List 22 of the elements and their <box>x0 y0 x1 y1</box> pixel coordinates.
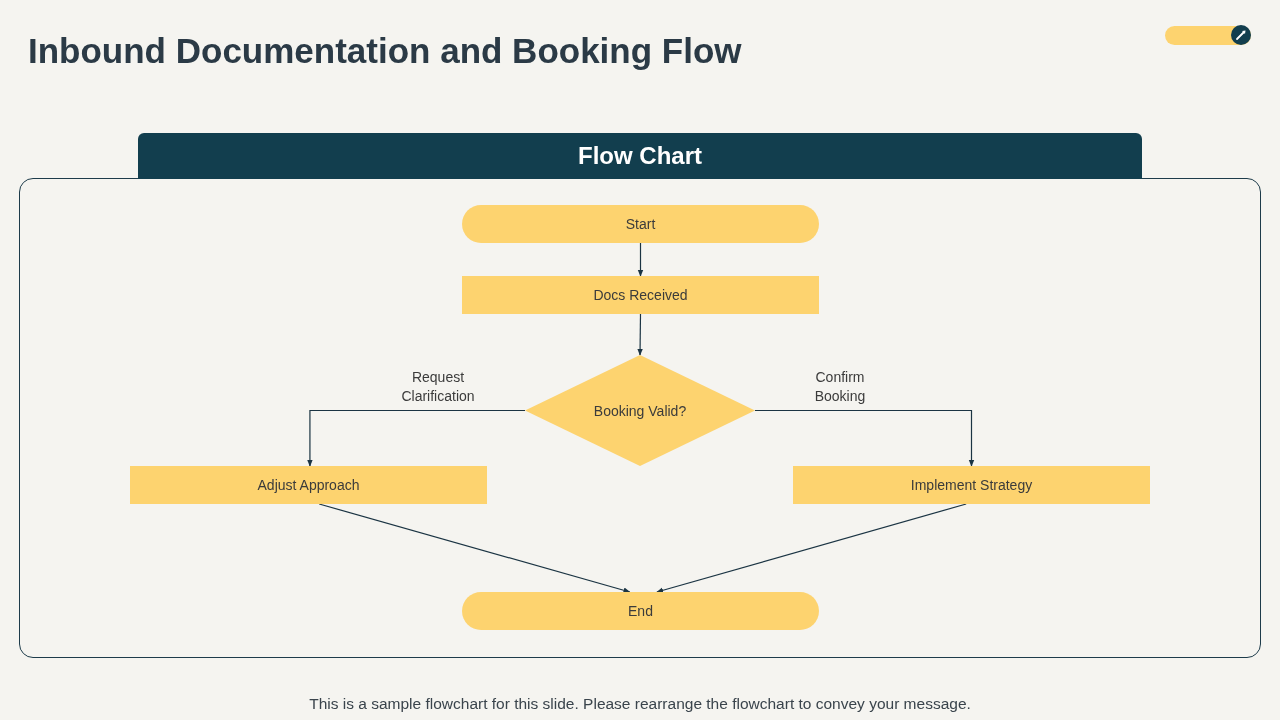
arrow <box>637 313 643 356</box>
node-label: Booking Valid? <box>593 401 687 420</box>
process-box <box>130 466 487 504</box>
slide-caption: This is a sample flowchart for this slide. Please rearrange the flowchart to convey your message. <box>308 694 972 714</box>
terminal-pill <box>462 205 819 243</box>
node-label: Adjust Approach <box>257 476 360 494</box>
process-box <box>793 466 1150 504</box>
arrow <box>754 409 975 467</box>
node-label: End <box>628 602 653 620</box>
node-label: Start <box>625 215 656 233</box>
decision-diamond <box>525 355 755 466</box>
node-label: Docs Received <box>593 286 688 304</box>
arrow <box>318 503 631 593</box>
slide-title: Inbound Documentation and Booking Flow <box>28 30 742 72</box>
node-label: Implement Strategy <box>910 476 1033 494</box>
arrow <box>307 409 526 467</box>
arrow <box>637 242 644 277</box>
terminal-pill <box>462 592 819 630</box>
process-box <box>462 276 819 314</box>
flowchart-panel <box>19 133 1261 658</box>
panel-heading: Flow Chart <box>578 141 702 171</box>
arrow <box>656 503 967 593</box>
